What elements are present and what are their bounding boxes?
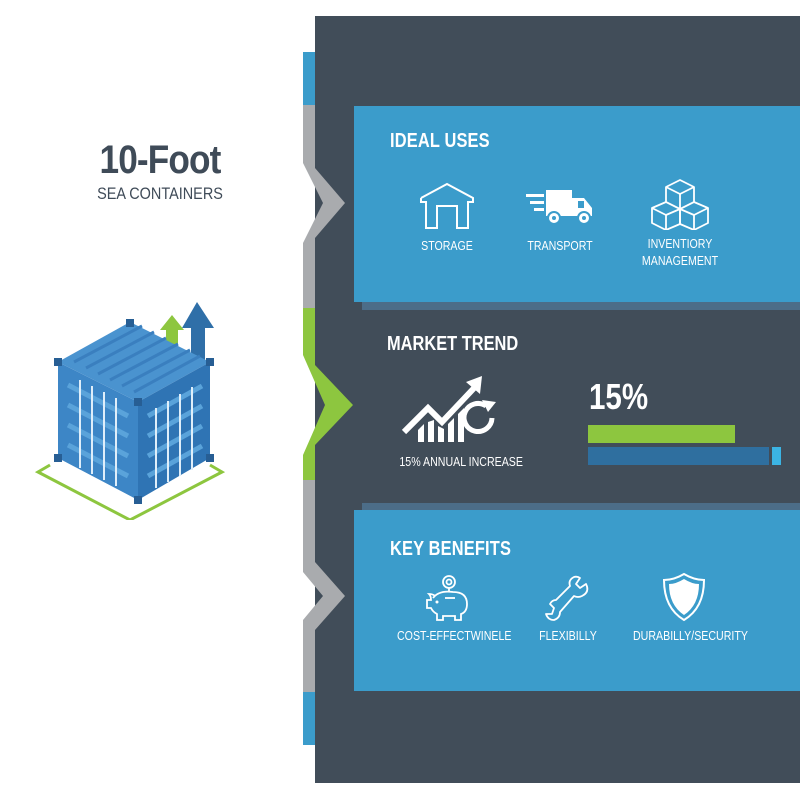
page-subtitle: SEA CONTAINERS [97,184,223,203]
baseline-bar-tab [772,447,781,465]
market-trend-caption: 15% ANNUAL INCREASE [399,455,523,469]
stacked-boxes-icon [651,179,709,230]
growth-bar [588,425,735,443]
use-storage-label: STORAGE [421,239,473,253]
title-block: 10-Foot SEA CONTAINERS [60,138,260,204]
page-title: 10-Foot [99,138,222,182]
ideal-uses-card: IDEAL USES STORAGE TRANSPORT [354,106,800,302]
benefit-security: DURABILLY/SECURITY [624,572,748,645]
ideal-uses-title: IDEAL USES [390,130,490,152]
shipping-container-icon [34,302,226,522]
market-trend-value: 15% [589,376,649,417]
use-transport-label: TRANSPORT [527,239,593,253]
use-inventory: INVENTIORY MANAGEMENT [620,178,740,270]
shield-icon [662,572,706,622]
container-illustration [30,290,250,522]
use-transport: TRANSPORT [500,186,620,255]
market-trend-title: MARKET TREND [387,333,519,355]
benefit-cost-label: COST-EFFECTWINELE [397,629,512,643]
benefit-flexibility: FLEXIBILLY [508,574,628,645]
use-storage: STORAGE [387,182,507,255]
key-benefits-card: KEY BENEFITS COST-EFFECTWINELE FLEXIBILL… [354,510,800,691]
baseline-bar [588,447,769,465]
key-benefits-title: KEY BENEFITS [390,538,512,560]
wrench-icon [545,575,589,621]
benefit-flexibility-label: FLEXIBILLY [539,629,597,643]
benefit-cost: COST-EFFECTWINELE [388,574,512,645]
use-inventory-label-2: MANAGEMENT [641,254,719,268]
delivery-truck-icon [526,190,592,225]
piggy-bank-icon [426,575,468,621]
benefit-security-label: DURABILLY/SECURITY [633,629,748,643]
trend-chart-icon [401,376,496,442]
use-inventory-label-1: INVENTIORY [647,237,713,251]
warehouse-icon [420,182,474,229]
